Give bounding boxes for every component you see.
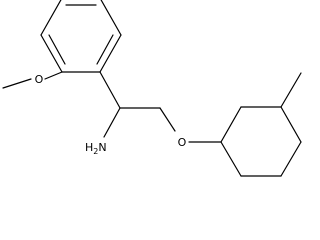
amine-subscript: 2 [93,147,98,156]
amine-nitrogen: N [98,141,106,154]
ring-double-bond-right [96,34,114,65]
ring-bond-6 [40,0,62,36]
bond-ring-to-methyl [280,72,302,108]
bond-alpha-carbon-to-nitrogen [103,107,121,138]
bond-methoxy-oxygen-to-methyl [2,78,32,89]
methoxy-group: O [2,71,63,89]
ring-bond-5 [40,34,63,73]
cyclohexane-bond-1 [220,106,242,143]
bond-ring-to-alpha-carbon [99,71,121,109]
amine-hydrogen: H [85,141,93,154]
methoxy-oxygen-label: O [35,73,44,86]
chemical-structure-diagram: O H2N O [2,0,302,177]
cyclohexane-bond-3 [280,106,302,143]
cyclohexane-bond-4 [280,141,302,177]
ring-bond-3 [99,34,122,73]
cyclohexane-bond-6 [220,141,242,177]
bond-ring-to-methoxy-oxygen [44,71,63,80]
bond-methylene-to-ether-oxygen [159,107,176,132]
ring-bond-2 [100,0,122,36]
aminoethyl-chain: H2N O [85,71,222,156]
amine-label: H2N [85,141,107,156]
ring-double-bond-left [48,34,66,65]
ether-oxygen-label: O [178,136,187,149]
benzene-ring [40,0,122,73]
cyclohexane-ring [220,72,302,177]
